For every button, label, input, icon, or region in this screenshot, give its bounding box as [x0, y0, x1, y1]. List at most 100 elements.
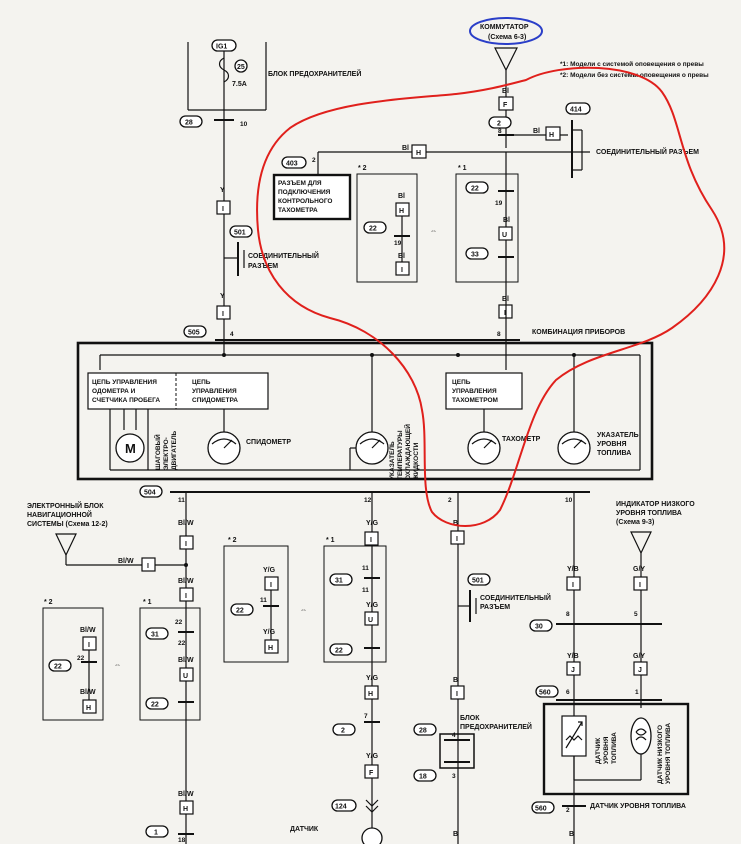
svg-text:B: B — [453, 831, 458, 838]
svg-text:12: 12 — [364, 497, 372, 504]
svg-text:22: 22 — [54, 664, 62, 671]
svg-text:22: 22 — [236, 608, 244, 615]
svg-text:РАЗЪЕМ ДЛЯ: РАЗЪЕМ ДЛЯ — [278, 180, 322, 187]
svg-text:ОДОМЕТРА И: ОДОМЕТРА И — [92, 388, 136, 395]
svg-text:I: I — [401, 267, 403, 274]
svg-text:ЭЛЕКТРО-: ЭЛЕКТРО- — [163, 437, 170, 470]
svg-text:I: I — [456, 536, 458, 543]
svg-text:УРОВНЯ: УРОВНЯ — [597, 441, 627, 448]
svg-text:Bl: Bl — [502, 88, 509, 95]
svg-text:Y/B: Y/B — [567, 653, 579, 660]
svg-text:(Схема 9-3): (Схема 9-3) — [616, 519, 654, 526]
svg-text:1: 1 — [154, 830, 158, 837]
note-1: *1: Модели с системой оповещения о превы — [560, 60, 704, 68]
fuse-block-bottom — [439, 733, 475, 769]
svg-text:B: B — [453, 520, 458, 527]
svg-text:H: H — [368, 691, 373, 698]
svg-text:БЛОК: БЛОК — [460, 715, 480, 722]
commutator-block: КОММУТАТОР (Схема 6-3) Bl F 2 8 Bl H — [469, 17, 568, 148]
svg-text:1: 1 — [635, 689, 639, 696]
svg-text:Y/B: Y/B — [567, 566, 579, 573]
speedometer-label: СПИДОМЕТР — [246, 439, 291, 446]
svg-text:* 2: * 2 — [44, 599, 53, 606]
svg-text:7.5A: 7.5A — [232, 81, 247, 88]
svg-text:УКАЗАТЕЛЬ: УКАЗАТЕЛЬ — [597, 432, 639, 439]
svg-text:U: U — [502, 232, 507, 239]
svg-text:J: J — [571, 667, 575, 674]
svg-text:18: 18 — [178, 837, 186, 844]
commutator-ref: (Схема 6-3) — [488, 34, 526, 41]
red-hand-drawn-highlight — [256, 66, 726, 527]
svg-text:I: I — [147, 563, 149, 570]
svg-text:УПРАВЛЕНИЯ: УПРАВЛЕНИЯ — [192, 388, 237, 395]
svg-text:560: 560 — [535, 806, 547, 813]
svg-text:Y/G: Y/G — [366, 753, 379, 760]
svg-text:504: 504 — [144, 490, 156, 497]
svg-text:5: 5 — [634, 611, 638, 618]
svg-text:Y/G: Y/G — [366, 675, 379, 682]
instrument-cluster-label: КОМБИНАЦИЯ ПРИБОРОВ — [532, 329, 625, 336]
svg-text:22: 22 — [471, 186, 479, 193]
svg-text:ДАТЧИК: ДАТЧИК — [290, 826, 319, 833]
svg-text:УПРАВЛЕНИЯ: УПРАВЛЕНИЯ — [452, 388, 497, 395]
svg-text:11: 11 — [260, 597, 267, 604]
svg-text:Bl: Bl — [533, 128, 540, 135]
svg-text:414: 414 — [570, 107, 582, 114]
svg-text:Bl: Bl — [398, 193, 405, 200]
svg-text:11: 11 — [362, 565, 369, 572]
svg-text:I: I — [270, 582, 272, 589]
svg-text:8: 8 — [497, 331, 501, 338]
svg-text:M: M — [125, 441, 136, 456]
commutator-triangle-icon — [494, 47, 518, 72]
tacho-control — [445, 372, 523, 410]
svg-text:2: 2 — [566, 807, 570, 814]
svg-text:H: H — [268, 645, 273, 652]
svg-text:Y/G: Y/G — [263, 567, 276, 574]
svg-text:4: 4 — [230, 331, 234, 338]
svg-text:ПОДКЛЮЧЕНИЯ: ПОДКЛЮЧЕНИЯ — [278, 189, 331, 196]
svg-text:H: H — [399, 208, 404, 215]
svg-text:ЦЕПЬ: ЦЕПЬ — [452, 379, 471, 386]
svg-text:СОЕДИНИТЕЛЬНЫЙ: СОЕДИНИТЕЛЬНЫЙ — [248, 251, 319, 260]
svg-text:ЖИДКОСТИ: ЖИДКОСТИ — [413, 442, 420, 481]
svg-text:Y/G: Y/G — [263, 629, 276, 636]
svg-text:11: 11 — [362, 587, 369, 594]
svg-text:H: H — [86, 705, 91, 712]
svg-text:Bl: Bl — [402, 145, 409, 152]
svg-text:H: H — [416, 150, 421, 157]
odometer-speedo-control — [87, 372, 269, 410]
svg-text:22: 22 — [77, 655, 85, 662]
svg-text:G/Y: G/Y — [633, 653, 645, 660]
svg-text:U: U — [368, 617, 373, 624]
upper-variant-2-box: * 2 Bl H 19 22 Bl I — [356, 165, 418, 283]
svg-text:10: 10 — [565, 497, 573, 504]
svg-text:ШАГОВЫЙ: ШАГОВЫЙ — [153, 434, 162, 470]
svg-text:501: 501 — [472, 578, 484, 585]
svg-text:I: I — [222, 311, 224, 318]
tachometer-label: ТАХОМЕТР — [502, 436, 541, 443]
svg-text:ЦЕПЬ УПРАВЛЕНИЯ: ЦЕПЬ УПРАВЛЕНИЯ — [92, 379, 157, 386]
svg-text:22: 22 — [178, 640, 186, 647]
svg-text:I: I — [504, 310, 506, 317]
svg-text:НАВИГАЦИОННОЙ: НАВИГАЦИОННОЙ — [27, 510, 92, 519]
nav-unit-triangle-icon — [55, 533, 77, 557]
svg-text:3: 3 — [452, 773, 456, 780]
svg-text:Y: Y — [220, 187, 225, 194]
svg-text:33: 33 — [471, 252, 479, 259]
svg-text:УРОВНЯ: УРОВНЯ — [603, 736, 610, 764]
svg-text:22: 22 — [175, 619, 183, 626]
fuse-block-top: IG1 25 7.5A БЛОК ПРЕДОХРАНИТЕЛЕЙ 28 10 — [179, 39, 361, 128]
svg-text:IG1: IG1 — [216, 44, 227, 51]
svg-text:F: F — [503, 102, 508, 109]
swap-arrow-icon: ⇔ — [430, 228, 437, 235]
svg-text:* 1: * 1 — [326, 537, 335, 544]
svg-text:* 2: * 2 — [228, 537, 237, 544]
svg-text:H: H — [183, 806, 188, 813]
svg-text:Bl/W: Bl/W — [80, 689, 96, 696]
stepper-motor-icon — [115, 433, 145, 463]
svg-text:* 1: * 1 — [143, 599, 152, 606]
svg-text:РАЗЪЕМ: РАЗЪЕМ — [248, 263, 278, 270]
svg-text:25: 25 — [237, 64, 245, 71]
commutator-label: КОММУТАТОР — [480, 24, 529, 31]
